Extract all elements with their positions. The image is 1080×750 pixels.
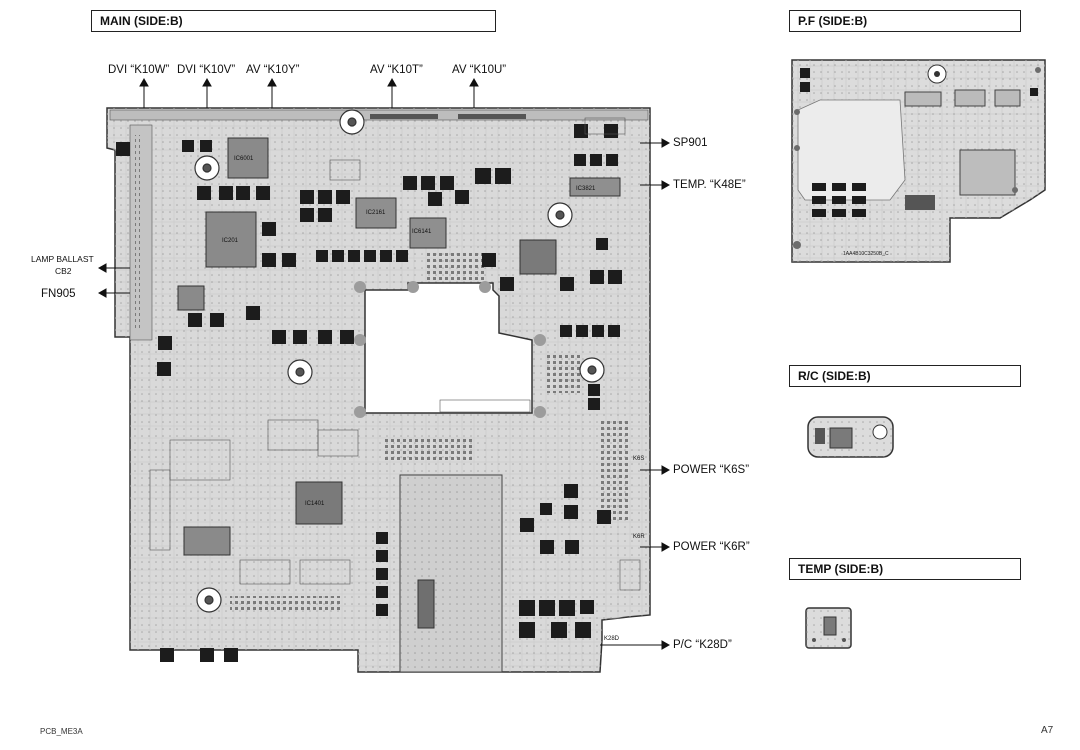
label-cb2: CB2 — [55, 266, 72, 276]
label-av-k10t: AV “K10T” — [370, 64, 423, 76]
pcb-k28d-label: K28D — [604, 636, 620, 642]
pf-section-title: P.F (SIDE:B) — [789, 10, 1021, 32]
label-sp901: SP901 — [673, 137, 708, 149]
pcb-k6s-label: K6S — [633, 456, 644, 462]
rc-pcb-board — [807, 416, 894, 458]
pcb-k6r-label: K6R — [633, 534, 645, 540]
label-power-k6s: POWER “K6S” — [673, 464, 750, 476]
left-label-arrows — [97, 263, 130, 298]
pcb-ic2161-label: IC2161 — [366, 210, 386, 216]
label-av-k10u: AV “K10U” — [452, 64, 507, 76]
temp-section-title: TEMP (SIDE:B) — [789, 558, 1021, 580]
pcb-ic3821-label: IC3821 — [576, 186, 596, 192]
pcb-ic6001-label: IC6001 — [234, 156, 254, 162]
label-dvi-k10v: DVI “K10V” — [177, 64, 236, 76]
footer-page-code: PCB_ME3A — [40, 727, 83, 736]
label-lamp-ballast: LAMP BALLAST — [31, 254, 94, 264]
main-pcb-board: IC6001 IC201 IC2161 IC6141 IC3821 IC1401… — [106, 107, 651, 673]
pcb-ic6141-label: IC6141 — [412, 229, 432, 235]
footer-page-number: A7 — [1041, 725, 1054, 736]
right-label-arrows — [600, 138, 671, 650]
top-label-arrows — [139, 77, 479, 108]
rc-section-title: R/C (SIDE:B) — [789, 365, 1021, 387]
label-temp-k48e: TEMP. “K48E” — [673, 179, 746, 191]
label-fn905: FN905 — [41, 288, 76, 300]
pf-pcb-board: 1AA4B10C3250B_C — [791, 59, 1046, 263]
main-section-title: MAIN (SIDE:B) — [91, 10, 496, 32]
label-dvi-k10w: DVI “K10W” — [108, 64, 170, 76]
label-pc-k28d: P/C “K28D” — [673, 639, 732, 651]
temp-pcb-board — [805, 607, 852, 649]
pcb-ic1401-label: IC1401 — [305, 501, 325, 507]
pf-board-code: 1AA4B10C3250B_C — [843, 251, 889, 257]
pcb-ic201-label: IC201 — [222, 238, 239, 244]
label-av-k10y: AV “K10Y” — [246, 64, 300, 76]
label-power-k6r: POWER “K6R” — [673, 541, 750, 553]
